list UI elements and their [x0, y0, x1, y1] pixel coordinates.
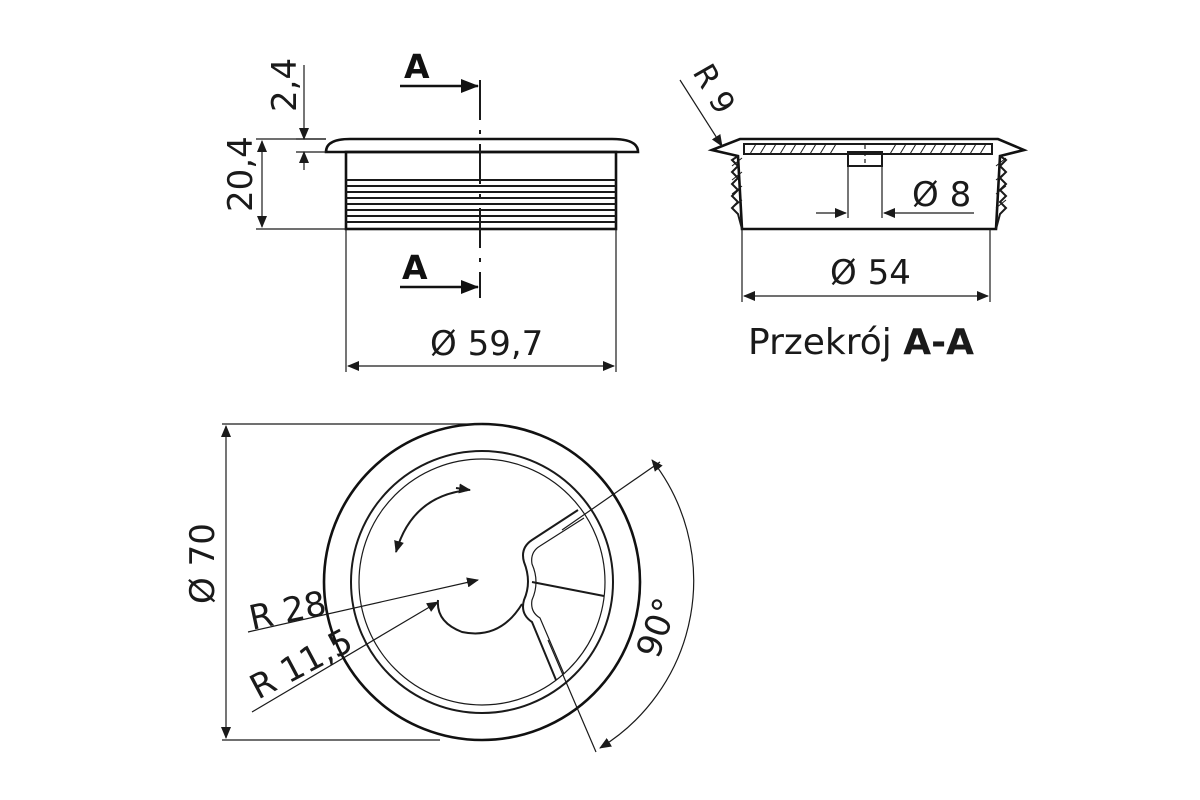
cover-split-line	[531, 581, 605, 597]
rotation-arrow	[394, 489, 469, 553]
section-thread-left	[730, 155, 743, 230]
outer-ring	[322, 422, 642, 742]
dim-outer-diameter-label: Ø 70	[183, 523, 223, 604]
inner-ring-2	[358, 458, 606, 706]
rotation-arrow-tip	[455, 483, 471, 494]
dim-radius-label: R 9	[685, 58, 742, 120]
side-flange	[324, 137, 640, 154]
dim-height-label: 20,4	[221, 136, 261, 212]
inner-ring	[350, 450, 614, 714]
dim-angle	[547, 459, 695, 753]
dim-body-diameter-label: Ø 59,7	[430, 324, 543, 364]
cover-cutout-inner	[531, 517, 585, 675]
section-view: R 9 Ø 8 Ø 54 Przekrój A-A	[679, 58, 1029, 363]
dim-body-diameter	[345, 229, 617, 372]
section-top-plate	[743, 143, 993, 155]
section-marker-top: A	[404, 47, 430, 86]
dim-hole-label: Ø 8	[912, 175, 971, 215]
top-view: Ø 70 R 28 R 11,5 90°	[183, 422, 695, 753]
dim-radius-large-leader	[247, 577, 479, 633]
section-caption-id: A-A	[903, 322, 974, 363]
cover-cutout	[522, 509, 579, 681]
dim-outer-diameter	[221, 423, 482, 741]
dim-radius-small-leader	[251, 601, 439, 713]
dim-radius-leader	[679, 79, 723, 147]
section-marker-bottom: A	[402, 248, 428, 287]
dim-inner-diameter	[741, 229, 991, 302]
dim-radius-large-label: R 28	[246, 584, 330, 639]
section-caption-prefix: Przekrój	[748, 322, 892, 363]
dim-hole	[816, 166, 974, 218]
dim-height	[256, 138, 346, 230]
small-radius-arc	[436, 599, 523, 635]
section-caption: Przekrój A-A	[748, 322, 974, 363]
side-view: A A 2,4 20,4 Ø 59,7	[221, 47, 640, 372]
section-thread-right	[995, 155, 1008, 230]
dim-flange-label: 2,4	[265, 58, 305, 112]
dim-inner-diameter-label: Ø 54	[830, 253, 911, 293]
